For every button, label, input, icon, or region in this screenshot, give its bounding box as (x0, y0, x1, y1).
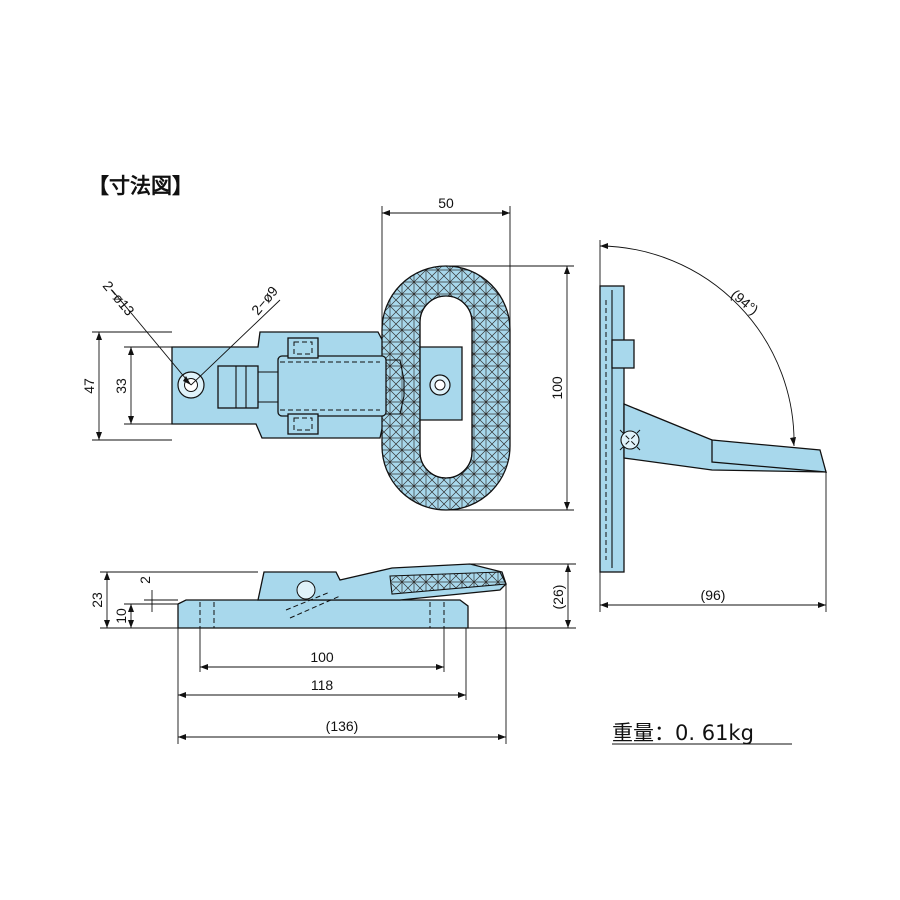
dim-len-100: 100 (310, 649, 334, 665)
dim-len-118: 118 (311, 677, 334, 693)
dim-front-2: 2 (137, 576, 153, 584)
drawing-title: 【寸法図】 (88, 174, 193, 198)
dim-top-width: 50 (438, 195, 454, 211)
dim-ring-height: 100 (549, 376, 565, 400)
dim-height-47: 47 (81, 378, 97, 394)
dim-front-26: (26) (550, 585, 566, 610)
dim-len-136: (136) (326, 718, 359, 734)
dim-front-10: 10 (113, 608, 129, 624)
top-view: 50 100 47 33 2−ø13 2−ø9 (81, 195, 574, 511)
dim-front-23: 23 (89, 592, 105, 608)
front-base-plate (177, 599, 469, 629)
weight-label: 重量：0. 61kg (612, 721, 754, 745)
dim-hole-large: 2−ø13 (100, 278, 138, 319)
front-view: 23 10 2 (26) 100 118 (136) (89, 563, 576, 744)
dim-angle: (94°) (728, 286, 762, 318)
side-view: (94°) (96) (599, 240, 827, 612)
dim-height-33: 33 (113, 378, 129, 394)
dim-hole-small: 2−ø9 (248, 283, 281, 318)
dim-side-reach: (96) (701, 587, 726, 603)
